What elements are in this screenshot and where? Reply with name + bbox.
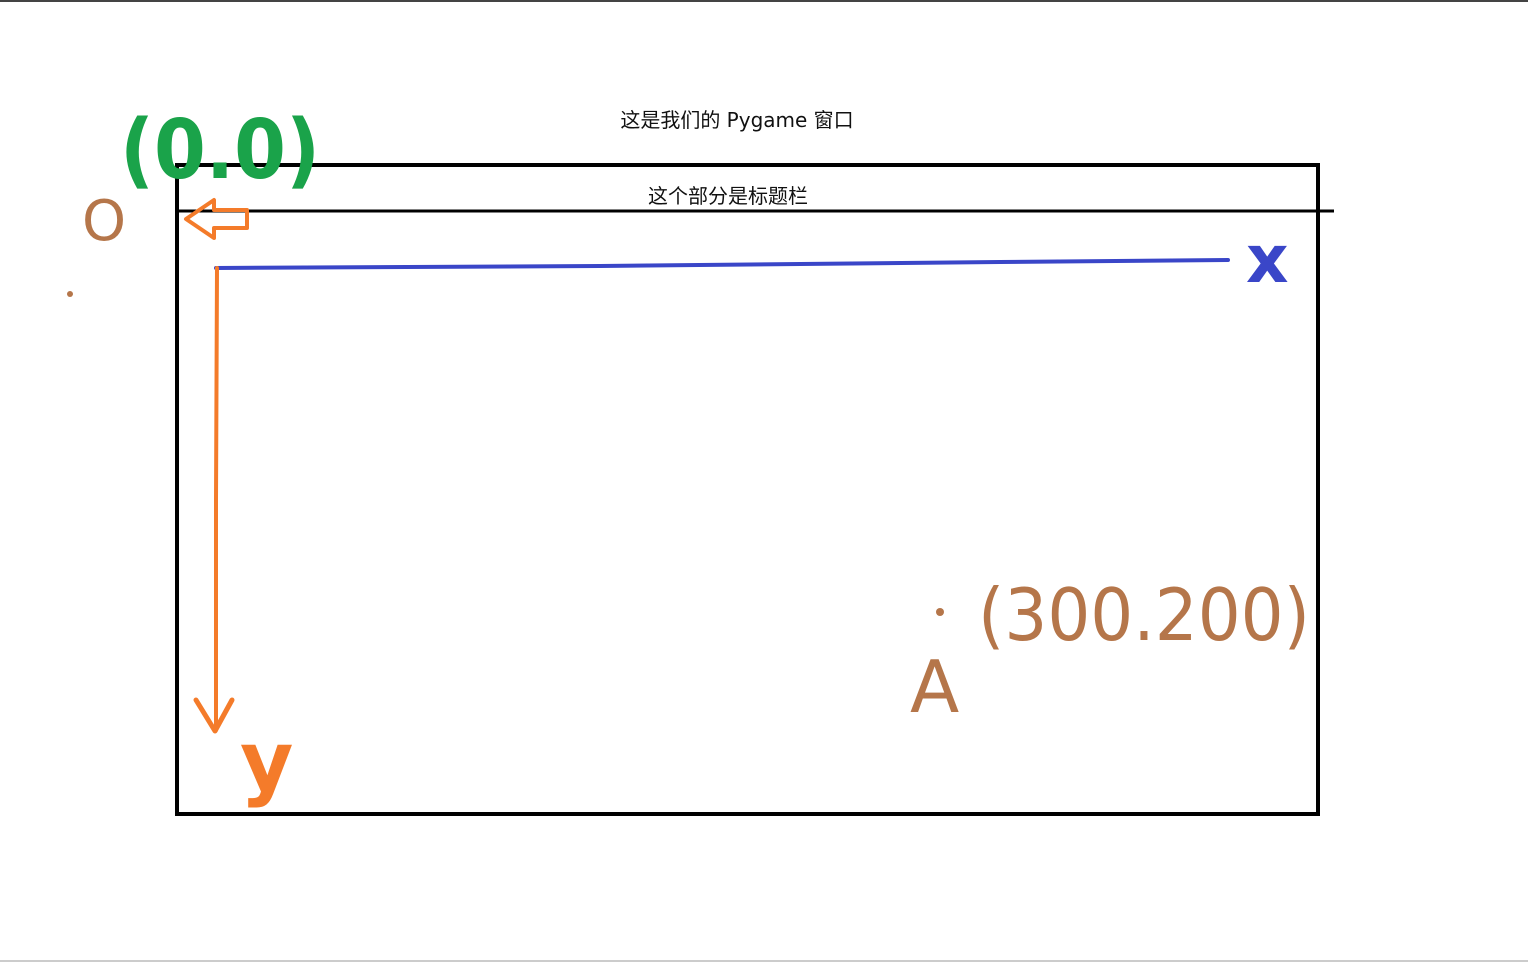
- titlebar-caption: 这个部分是标题栏: [648, 184, 808, 208]
- window-frame: [175, 163, 1320, 816]
- point-a-dot: [936, 608, 944, 616]
- y-axis-arrowhead: [193, 697, 235, 734]
- origin-label: O: [82, 189, 126, 254]
- origin-coordinate-label: (0.0): [120, 103, 320, 198]
- y-axis-line: [214, 266, 219, 732]
- point-a-coordinate-label: (300.200): [978, 573, 1310, 657]
- x-axis-label: x: [1246, 221, 1289, 298]
- origin-arrow: [184, 198, 249, 240]
- x-axis-line: [214, 258, 1230, 270]
- window-caption: 这是我们的 Pygame 窗口: [620, 108, 854, 132]
- y-axis-label: y: [240, 715, 293, 810]
- origin-dot: [67, 291, 73, 297]
- point-a-label: A: [910, 645, 959, 729]
